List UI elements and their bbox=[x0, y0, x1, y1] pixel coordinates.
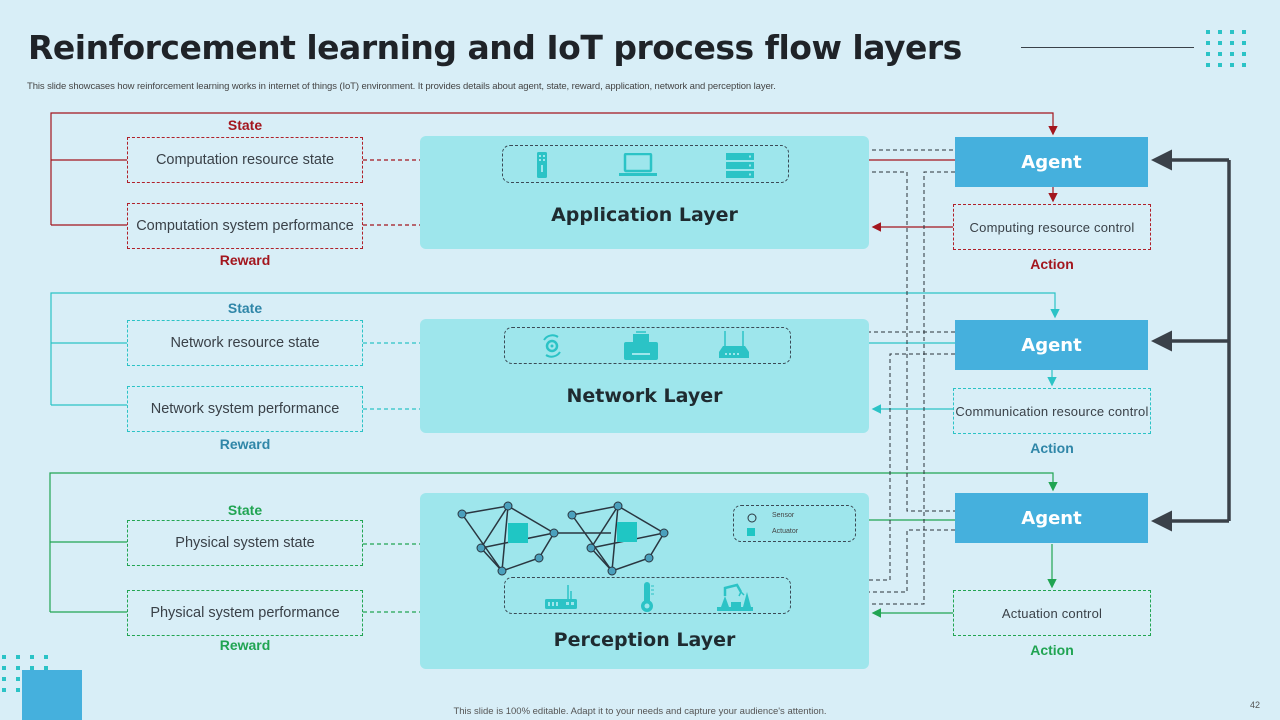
server-icon bbox=[726, 153, 754, 178]
sensor-actuator-legend: Sensor Actuator bbox=[733, 505, 856, 542]
actuator-legend-square-icon bbox=[747, 528, 755, 536]
application-state-label: State bbox=[227, 117, 263, 133]
gear-cycle-icon bbox=[543, 334, 561, 358]
sensor-network-graph-icon bbox=[457, 501, 669, 576]
sensor-legend-circle-icon bbox=[747, 513, 757, 523]
page-number: 42 bbox=[1250, 700, 1261, 710]
fax-printer-icon bbox=[624, 331, 658, 360]
application-device-icons bbox=[502, 145, 789, 183]
communication-resource-control-box: Communication resource control bbox=[953, 388, 1151, 434]
footer-note: This slide is 100% editable. Adapt it to… bbox=[453, 706, 827, 717]
network-agent: Agent bbox=[955, 320, 1148, 370]
computation-resource-state-box: Computation resource state bbox=[127, 137, 363, 183]
page-subtitle: This slide showcases how reinforcement l… bbox=[27, 81, 776, 92]
physical-system-state-box: Physical system state bbox=[127, 520, 363, 566]
wifi-router-icon bbox=[545, 585, 577, 609]
computation-system-performance-box: Computation system performance bbox=[127, 203, 363, 249]
decorative-corner-square bbox=[22, 670, 82, 720]
robot-arm-icon bbox=[717, 583, 753, 611]
perception-agent: Agent bbox=[955, 493, 1148, 543]
sensor-legend-label: Sensor bbox=[772, 512, 795, 519]
laptop-icon bbox=[619, 153, 657, 176]
application-layer: Application Layer bbox=[420, 136, 869, 249]
network-resource-state-box: Network resource state bbox=[127, 320, 363, 366]
actuator-legend-label: Actuator bbox=[772, 528, 799, 535]
physical-system-performance-box: Physical system performance bbox=[127, 590, 363, 636]
application-layer-title: Application Layer bbox=[551, 204, 738, 226]
perception-state-label: State bbox=[227, 502, 263, 518]
agent-feedback-loop bbox=[1151, 149, 1231, 532]
application-action-label: Action bbox=[1030, 256, 1074, 272]
perception-layer-title: Perception Layer bbox=[553, 629, 736, 651]
network-layer-title: Network Layer bbox=[566, 385, 723, 407]
application-reward-label: Reward bbox=[219, 252, 271, 268]
computing-resource-control-box: Computing resource control bbox=[953, 204, 1151, 250]
remote-control-icon bbox=[537, 152, 547, 178]
network-action-label: Action bbox=[1030, 440, 1074, 456]
title-divider bbox=[1021, 47, 1194, 48]
thermometer-icon bbox=[641, 582, 654, 612]
page-title: Reinforcement learning and IoT process f… bbox=[28, 28, 962, 67]
decorative-dot-grid bbox=[1206, 30, 1246, 67]
network-state-label: State bbox=[227, 300, 263, 316]
network-layer: Network Layer bbox=[420, 319, 869, 433]
perception-layer: Sensor Actuator Perception Layer bbox=[420, 493, 869, 669]
perception-device-icons bbox=[504, 577, 791, 614]
actuation-control-box: Actuation control bbox=[953, 590, 1151, 636]
application-agent: Agent bbox=[955, 137, 1148, 187]
network-device-icons bbox=[504, 327, 791, 364]
perception-action-label: Action bbox=[1030, 642, 1074, 658]
perception-reward-label: Reward bbox=[219, 637, 271, 653]
router-icon bbox=[719, 331, 749, 358]
network-reward-label: Reward bbox=[219, 436, 271, 452]
network-system-performance-box: Network system performance bbox=[127, 386, 363, 432]
